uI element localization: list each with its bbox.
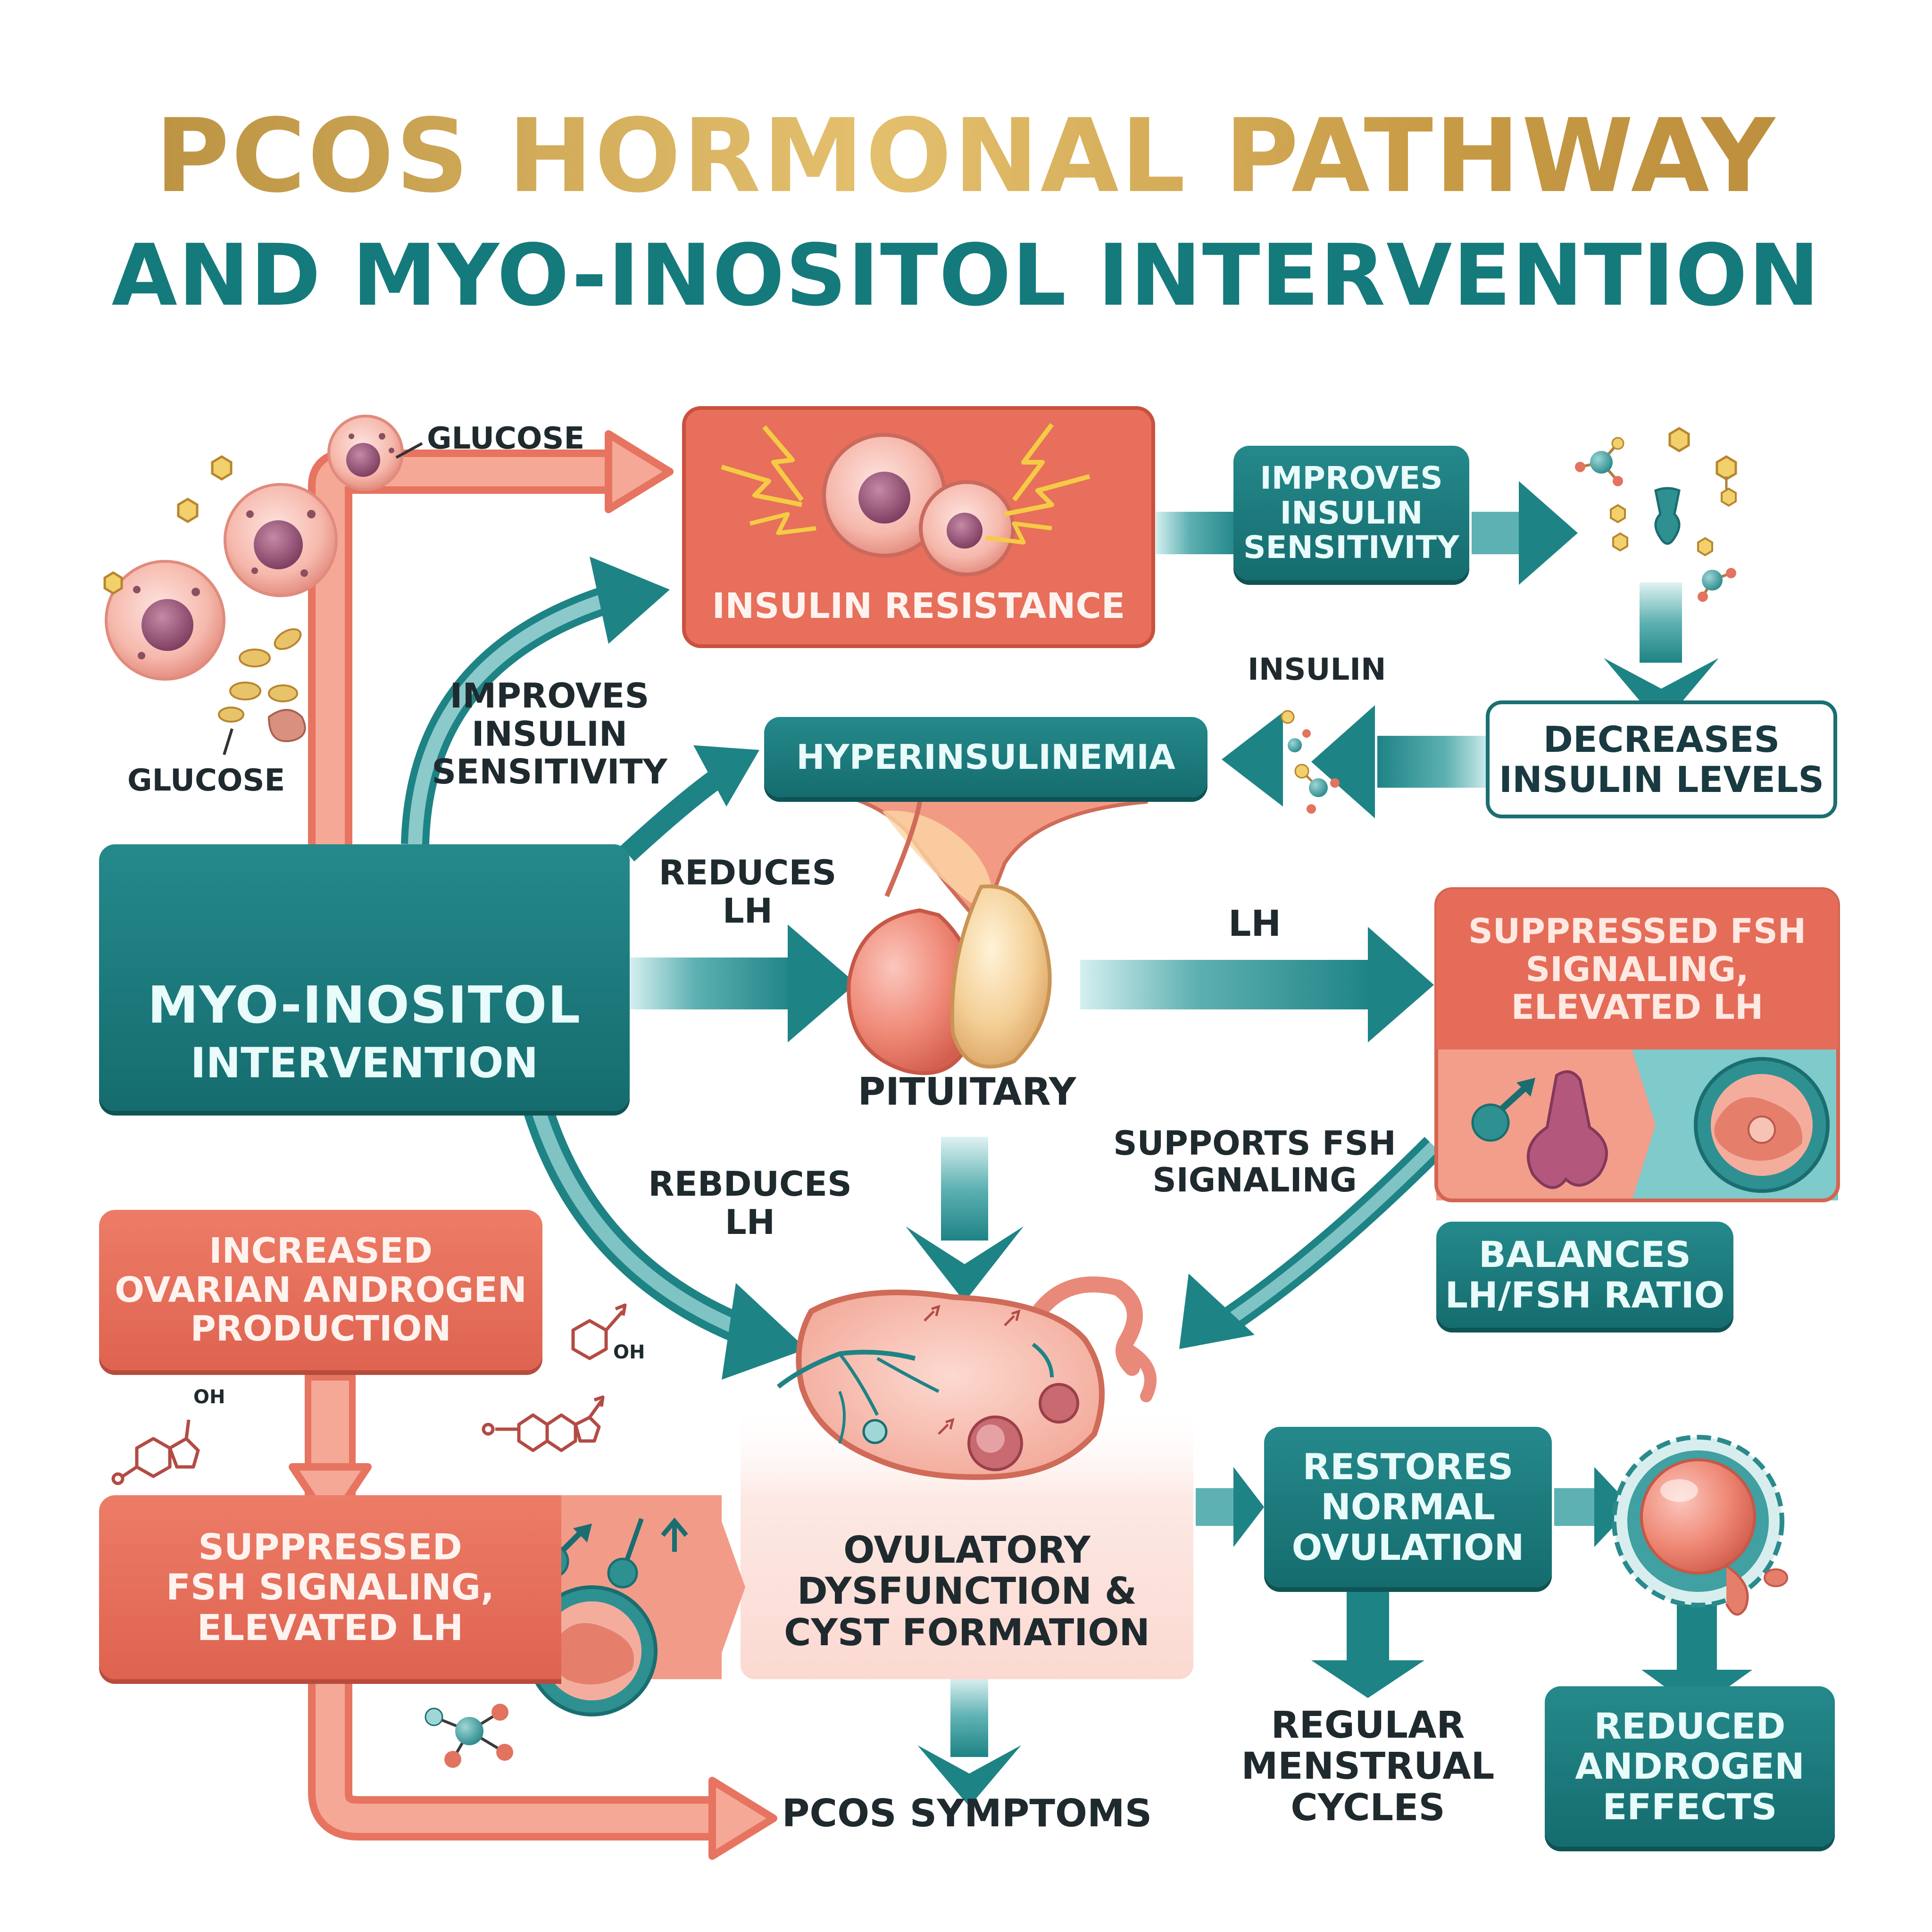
regular-menstrual-cycles-label: REGULAR MENSTRUAL CYCLES bbox=[1241, 1704, 1495, 1829]
insulin-label: INSULIN bbox=[1248, 652, 1386, 687]
ovulatory-dysfunction-box: OVULATORY DYSFUNCTION & CYST FORMATION bbox=[741, 1505, 1193, 1679]
suppressed-fsh-left-icons bbox=[526, 1495, 745, 1716]
title-line-1: PCOS HORMONAL PATHWAY bbox=[0, 97, 1932, 215]
insulin-resistance-box: INSULIN RESISTANCE bbox=[684, 571, 1153, 641]
hyperinsulinemia-text: HYPERINSULINEMIA bbox=[796, 737, 1175, 777]
ovulatory-backdrop bbox=[741, 1401, 1193, 1679]
pituitary-gland-icon bbox=[824, 772, 1149, 1075]
reduced-androgen-text: REDUCED ANDROGEN EFFECTS bbox=[1575, 1705, 1805, 1828]
myo-inositol-title: MYO-INOSITOL bbox=[147, 976, 582, 1035]
increased-androgen-box: INCREASED OVARIAN ANDROGEN PRODUCTION bbox=[99, 1210, 542, 1370]
restores-ovulation-box: RESTORES NORMAL OVULATION bbox=[1264, 1427, 1552, 1587]
lightning-icon bbox=[721, 465, 802, 507]
decreases-insulin-levels-text: DECREASES INSULIN LEVELS bbox=[1499, 718, 1824, 800]
suppressed-fsh-left-box: SUPPRESSED FSH SIGNALING, ELEVATED LH bbox=[99, 1495, 561, 1679]
uterus-icon bbox=[1527, 1070, 1608, 1189]
pcos-symptoms-label: PCOS SYMPTOMS bbox=[782, 1791, 1152, 1835]
oh-label-1: OH bbox=[613, 1341, 645, 1363]
lightning-icon bbox=[749, 512, 816, 535]
molecule-cluster-top-right bbox=[1575, 427, 1737, 602]
insulin-resistance-cells bbox=[721, 423, 1091, 576]
restores-ovulation-text: RESTORES NORMAL OVULATION bbox=[1291, 1446, 1524, 1568]
teal-arrows bbox=[401, 481, 1752, 1807]
increased-androgen-text: INCREASED OVARIAN ANDROGEN PRODUCTION bbox=[115, 1230, 527, 1349]
reduces-lh-label: REDUCES LH bbox=[658, 853, 837, 931]
molecule-icon bbox=[425, 1704, 513, 1768]
supports-fsh-label: SUPPORTS FSH SIGNALING bbox=[1113, 1124, 1396, 1200]
ovulatory-dysfunction-text: OVULATORY DYSFUNCTION & CYST FORMATION bbox=[784, 1529, 1150, 1654]
insulin-resistance-label: INSULIN RESISTANCE bbox=[712, 585, 1125, 626]
decreases-insulin-levels-box: DECREASES INSULIN LEVELS bbox=[1486, 700, 1837, 818]
glucose-cells bbox=[103, 415, 423, 755]
suppressed-fsh-left-text: SUPPRESSED FSH SIGNALING, ELEVATED LH bbox=[166, 1526, 495, 1649]
improves-insulin-sensitivity-label: IMPROVES INSULIN SENSITIVITY bbox=[432, 676, 667, 792]
title-line-2: AND MYO-INOSITOL INTERVENTION bbox=[111, 226, 1821, 325]
suppressed-fsh-right-text: SUPPRESSED FSH SIGNALING, ELEVATED LH bbox=[1468, 911, 1807, 1027]
rebduces-lh-label: REBDUCES LH bbox=[648, 1164, 852, 1242]
glucose-label-left: GLUCOSE bbox=[127, 763, 285, 798]
myo-inositol-subtitle: INTERVENTION bbox=[190, 1039, 539, 1087]
lightning-icon bbox=[1012, 423, 1054, 501]
myo-inositol-box: MYO-INOSITOL INTERVENTION bbox=[99, 844, 630, 1111]
steroid-molecule-icon bbox=[111, 1303, 627, 1485]
lightning-icon bbox=[762, 425, 804, 501]
follicle-icon bbox=[1612, 1435, 1788, 1616]
improves-insulin-sensitivity-box: IMPROVES INSULIN SENSITIVITY bbox=[1233, 446, 1469, 580]
hyperinsulinemia-box: HYPERINSULINEMIA bbox=[764, 717, 1208, 797]
oh-label-2: OH bbox=[193, 1386, 225, 1408]
glucose-label-top: GLUCOSE bbox=[427, 421, 585, 456]
male-symbol-icon bbox=[1471, 1078, 1535, 1142]
lightning-icon bbox=[1004, 474, 1091, 516]
suppressed-fsh-right-box: SUPPRESSED FSH SIGNALING, ELEVATED LH bbox=[1436, 889, 1838, 1049]
balances-lh-fsh-ratio-text: BALANCES LH/FSH RATIO bbox=[1445, 1233, 1725, 1316]
pituitary-label: PITUITARY bbox=[858, 1070, 1076, 1114]
insulin-molecules bbox=[1281, 710, 1340, 814]
lightning-icon bbox=[985, 521, 1052, 545]
improves-insulin-sensitivity-text: IMPROVES INSULIN SENSITIVITY bbox=[1243, 459, 1459, 566]
ovary-icon bbox=[776, 1276, 1157, 1480]
lh-label: LH bbox=[1228, 902, 1282, 944]
suppressed-fsh-right-panel bbox=[1434, 887, 1840, 1202]
balances-lh-fsh-ratio-box: BALANCES LH/FSH RATIO bbox=[1436, 1222, 1733, 1328]
reduced-androgen-box: REDUCED ANDROGEN EFFECTS bbox=[1545, 1686, 1835, 1847]
